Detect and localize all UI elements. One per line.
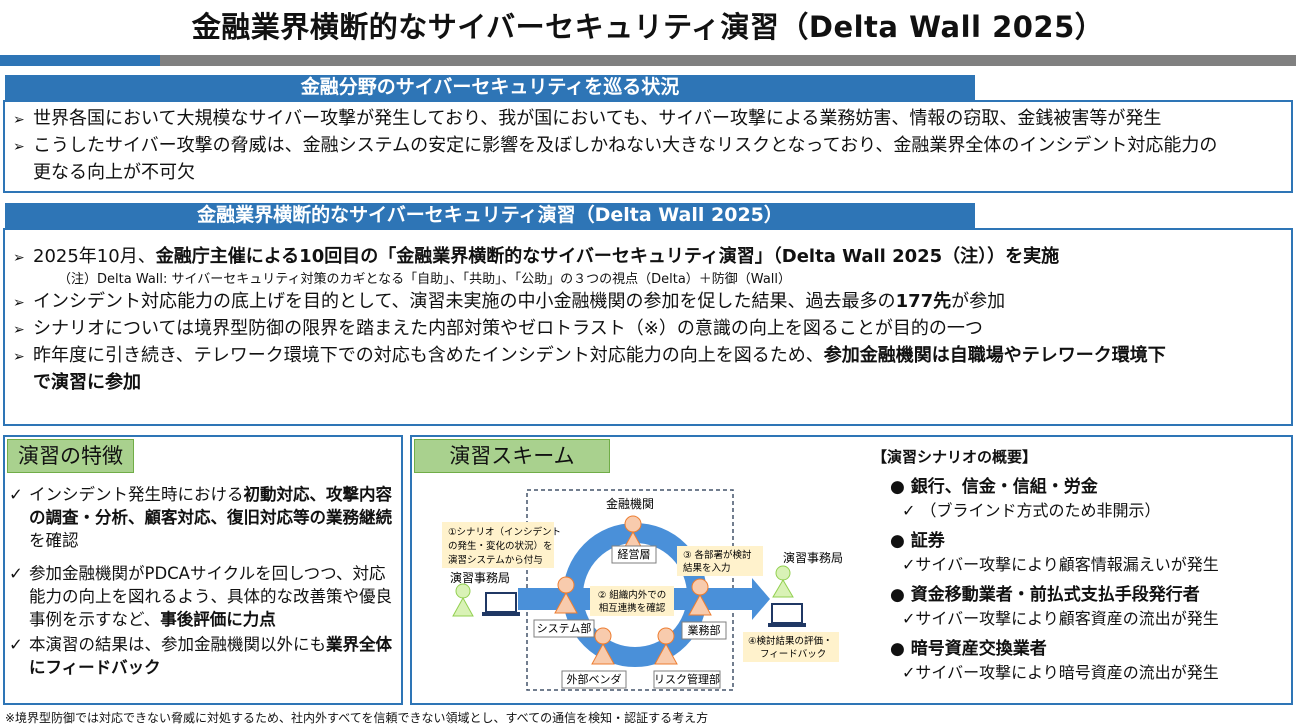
feature-item: ✓ 本演習の結果は、参加金融機関以外にも業界全体にフィードバック — [9, 633, 394, 679]
scenario-detail: ✓サイバー攻撃により顧客資産の流出が発生 — [890, 607, 1219, 631]
bullet: ➢ 世界各国において大規模なサイバー攻撃が発生しており、我が国においても、サイバー… — [13, 106, 1283, 133]
arrow-bullet-icon: ➢ — [13, 295, 25, 311]
scenario-title: ● 暗号資産交換業者 — [890, 637, 1219, 661]
scheme-header: 演習スキーム — [414, 439, 610, 473]
title-underline-accent — [0, 55, 160, 66]
feature-item: ✓ インシデント発生時における初動対応、攻撃内容の調査・分析、顧客対応、復旧対応等… — [9, 483, 394, 552]
bullet: ➢ こうしたサイバー攻撃の脅威は、金融システムの安定に影響を及ぼしかねない大きなリ… — [13, 133, 1283, 160]
bullet-text: が参加 — [951, 291, 1006, 312]
features-box: 演習の特徴 ✓ インシデント発生時における初動対応、攻撃内容の調査・分析、顧客対応… — [3, 435, 403, 705]
check-icon: ✓ — [9, 635, 23, 654]
bullet-text: こうしたサイバー攻撃の脅威は、金融システムの安定に影響を及ぼしかねない大きなリス… — [33, 135, 1218, 156]
scenario-title-text: 銀行、信金・信組・労金 — [910, 477, 1098, 497]
bullet-dot-icon: ● — [890, 477, 911, 497]
check-icon: ✓ — [9, 485, 23, 504]
participant-count: 177先 — [895, 291, 952, 312]
scenario-detail-text: （ブラインド方式のため非開示） — [920, 501, 1161, 520]
arrow-bullet-icon: ➢ — [13, 112, 25, 128]
bullet-text: インシデント対応能力の底上げを目的として、演習未実施の中小金融機関の参加を促した… — [33, 291, 896, 312]
footnote: ※境界型防御では対応できない脅威に対処するため、社内外すべてを信頼できない領域と… — [5, 711, 709, 725]
section-header-situation: 金融分野のサイバーセキュリティを巡る状況 — [5, 75, 975, 100]
bullet-text: 2025年10月、 — [33, 246, 156, 267]
feature-bold-text: 事後評価に力点 — [160, 610, 276, 629]
scenario-title: ● 資金移動業者・前払式支払手段発行者 — [890, 583, 1219, 607]
features-header: 演習の特徴 — [7, 439, 134, 473]
check-icon: ✓ — [902, 555, 916, 574]
check-icon: ✓ — [9, 564, 23, 583]
bullet: ➢ シナリオについては境界型防御の限界を踏まえた内部対策やゼロトラスト（※）の意識… — [13, 316, 1283, 343]
bullet-dot-icon: ● — [890, 585, 911, 605]
bullet-text: シナリオについては境界型防御の限界を踏まえた内部対策やゼロトラスト（※）の意識の… — [33, 318, 983, 339]
scenario-detail: ✓サイバー攻撃により顧客情報漏えいが発生 — [890, 553, 1219, 577]
bullet-dot-icon: ● — [890, 531, 911, 551]
bullet-bold-text: 参加金融機関は自職場やテレワーク環境下 — [823, 345, 1166, 366]
bullet: ➢ 2025年10月、金融庁主催による10回目の「金融業界横断的なサイバーセキュリ… — [13, 244, 1283, 271]
check-icon: ✓ — [902, 663, 916, 682]
scenario-title-text: 証券 — [910, 531, 945, 551]
feature-bold-text: 業界全体にフィードバック — [29, 635, 392, 677]
section-header-exercise: 金融業界横断的なサイバーセキュリティ演習（Delta Wall 2025） — [5, 203, 975, 228]
title-underline — [160, 55, 1296, 66]
bullet: ➢ 昨年度に引き続き、テレワーク環境下での対応も含めたインシデント対応能力の向上を… — [13, 343, 1283, 370]
scenario-title-text: 暗号資産交換業者 — [910, 639, 1047, 659]
arrow-bullet-icon: ➢ — [13, 139, 25, 155]
scenario-title-text: 資金移動業者・前払式支払手段発行者 — [910, 585, 1200, 605]
check-icon: ✓ — [902, 609, 916, 628]
scenario-title: ● 証券 — [890, 529, 1219, 553]
bullet-text: 昨年度に引き続き、テレワーク環境下での対応も含めたインシデント対応能力の向上を図… — [33, 345, 824, 366]
scenario-detail-text: サイバー攻撃により暗号資産の流出が発生 — [915, 663, 1219, 682]
feature-text: 参加金融機関がPDCAサイクルを回しつつ、対応能力の向上を図れるよう、具体的な改… — [29, 564, 392, 629]
bullet-bold-text: 金融庁主催による10回目の「金融業界横断的なサイバーセキュリティ演習」（Delt… — [155, 246, 1060, 267]
check-icon: ✓ — [902, 501, 921, 520]
scenario-detail-text: サイバー攻撃により顧客情報漏えいが発生 — [915, 555, 1219, 574]
scheme-box: 演習スキーム 【演習シナリオの概要】 ● 銀行、信金・信組・労金 ✓ （ブライン… — [410, 435, 1293, 705]
scenario-detail: ✓サイバー攻撃により暗号資産の流出が発生 — [890, 661, 1219, 685]
scenario-title: ● 銀行、信金・信組・労金 — [890, 475, 1219, 499]
arrow-bullet-icon: ➢ — [13, 250, 25, 266]
feature-item: ✓ 参加金融機関がPDCAサイクルを回しつつ、対応能力の向上を図れるよう、具体的な… — [9, 562, 394, 631]
bullet: ➢ インシデント対応能力の底上げを目的として、演習未実施の中小金融機関の参加を促し… — [13, 289, 1283, 316]
feature-text: を確認 — [29, 531, 79, 550]
situation-box: ➢ 世界各国において大規模なサイバー攻撃が発生しており、我が国においても、サイバー… — [3, 100, 1293, 193]
page-title: 金融業界横断的なサイバーセキュリティ演習（Delta Wall 2025） — [191, 10, 1105, 44]
bullet-dot-icon: ● — [890, 639, 911, 659]
feature-text: 本演習の結果は、参加金融機関以外にも — [29, 635, 326, 654]
exercise-box: ➢ 2025年10月、金融庁主催による10回目の「金融業界横断的なサイバーセキュリ… — [3, 228, 1293, 426]
bullet-text: 世界各国において大規模なサイバー攻撃が発生しており、我が国においても、サイバー攻… — [33, 108, 1162, 129]
arrow-bullet-icon: ➢ — [13, 322, 25, 338]
scenario-header: 【演習シナリオの概要】 — [872, 448, 1038, 466]
arrow-bullet-icon: ➢ — [13, 349, 25, 365]
feature-text: インシデント発生時における — [29, 485, 244, 504]
delta-wall-note: （注）Delta Wall: サイバーセキュリティ対策のカギとなる「自助」、「共… — [58, 272, 792, 287]
feature-bold-text: 初動対応、攻撃内容の調査・分析、顧客対応、復旧対応等の業務継続 — [29, 485, 392, 527]
bullet-continuation: 更なる向上が不可欠 — [33, 162, 195, 183]
scenario-detail-text: サイバー攻撃により顧客資産の流出が発生 — [915, 609, 1219, 628]
scenario-detail: ✓ （ブラインド方式のため非開示） — [890, 499, 1219, 523]
bullet-continuation: で演習に参加 — [33, 372, 141, 393]
